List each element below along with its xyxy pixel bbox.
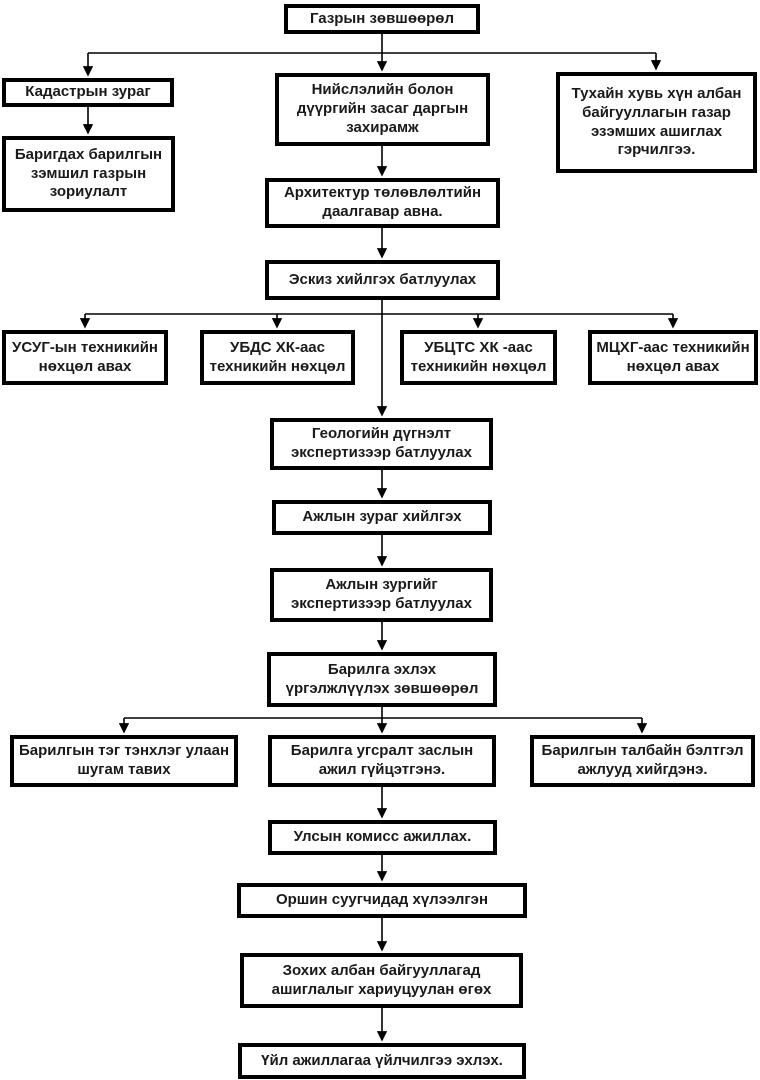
node-state-commission: Улсын комисс ажиллах.	[268, 820, 497, 855]
node-land-purpose: Баригдах барилгын зэмшил газрын зориулал…	[2, 136, 175, 212]
node-assembly-work: Барилга угсралт заслын ажил гүйцэтгэнэ.	[268, 735, 496, 787]
connector-permit2-branch	[118, 707, 648, 734]
node-architecture-task: Архитектур төлөвлөлтийн даалгавар авна.	[265, 178, 500, 228]
node-ubcts-conditions: УБЦТС ХК -аас техникийн нөхцөл	[400, 330, 557, 385]
node-working-drawing: Ажлын зураг хийлгэх	[272, 500, 492, 535]
node-ubds-conditions: УБДС ХК-аас техникийн нөхцөл	[200, 330, 355, 385]
node-axis-redline: Барилгын тэг тэнхлэг улаан шугам тавих	[10, 735, 238, 787]
node-operation-start: Үйл ажиллагаа үйлчилгээ эхлэх.	[238, 1043, 526, 1079]
node-mtshg-conditions: МЦХГ-аас техникийн нөхцөл авах	[588, 330, 758, 385]
node-drawing-expertise: Ажлын зургийг экспертизээр батлуулах	[270, 568, 493, 622]
node-usug-conditions: УСУГ-ын техникийн нөхцөл авах	[2, 330, 168, 385]
node-handover-org: Зохих албан байгууллагад ашиглалыг хариу…	[240, 953, 523, 1008]
node-sketch-approval: Эскиз хийлгэх батлуулах	[265, 260, 500, 300]
node-cadastral-map: Кадастрын зураг	[2, 78, 174, 107]
connector-permit-branch	[82, 34, 662, 77]
node-construction-permit: Барилга эхлэх үргэлжлүүлэх зөвшөөрөл	[267, 652, 497, 707]
node-handover-residents: Оршин суугчидад хүлээлгэн	[237, 883, 527, 918]
connector-sketch-branch	[79, 300, 679, 329]
node-land-certificate: Тухайн хувь хүн албан байгууллагын газар…	[556, 72, 757, 173]
node-site-preparation: Барилгын талбайн бэлтгэл ажлууд хийгдэнэ…	[530, 735, 755, 787]
node-governor-ordinance: Нийслэлийн болон дүүргийн засаг даргын з…	[275, 73, 490, 146]
node-land-permit: Газрын зөвшөөрөл	[284, 4, 480, 34]
node-geology-approval: Геологийн дүгнэлт экспертизээр батлуулах	[270, 418, 493, 470]
